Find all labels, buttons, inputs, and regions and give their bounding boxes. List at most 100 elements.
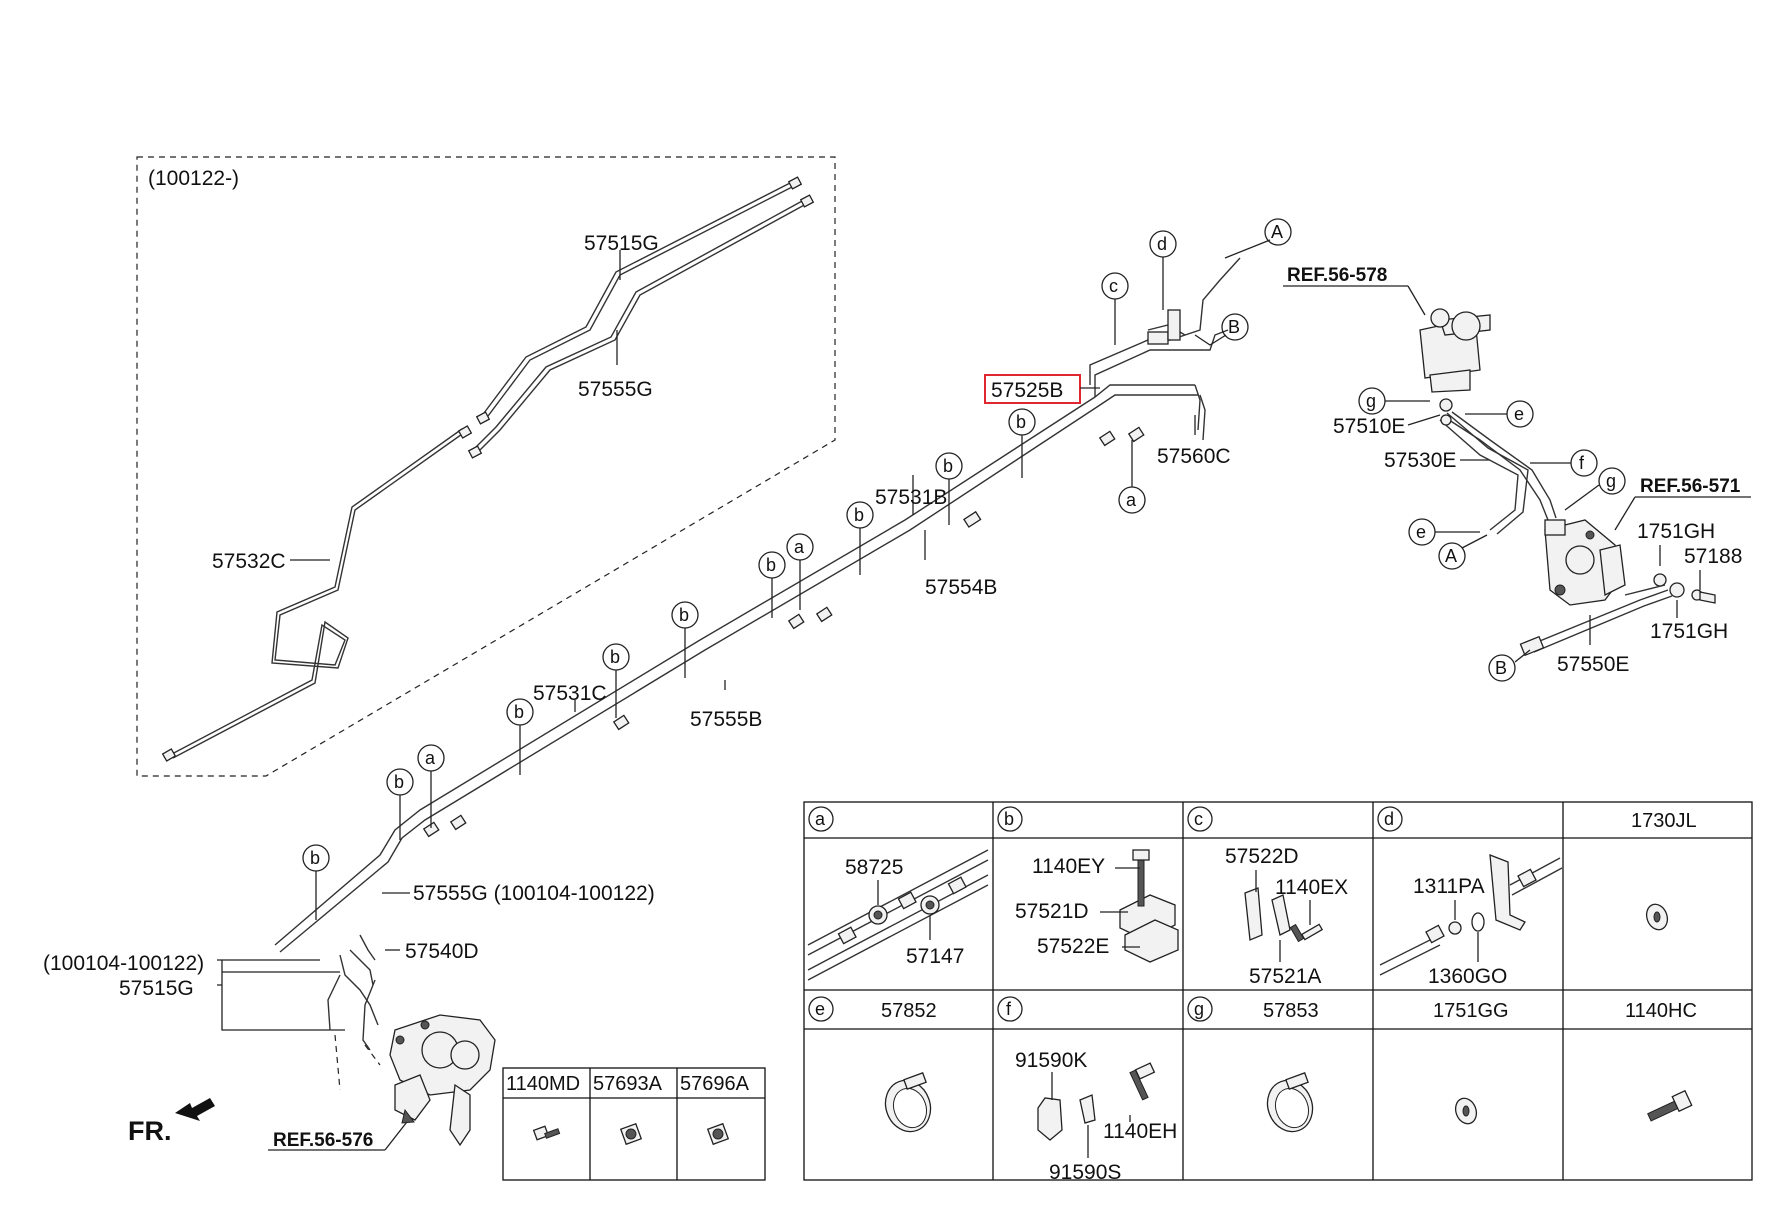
legend-cell-d: d [1377, 806, 1403, 832]
main-labels: 57525B 57560C 57531B 57554B 57531C 57555… [43, 374, 1231, 1031]
lower-left-assembly: REF.56-576 FR. [128, 934, 496, 1151]
part-57522D: 57522D [1225, 845, 1299, 868]
ref-56-571[interactable]: REF.56-571 [1640, 476, 1741, 497]
svg-text:d: d [1384, 809, 1394, 829]
callout-b-8: b [386, 768, 414, 840]
inset-date-label: (100122-) [148, 167, 239, 190]
callout-B-top: B [1221, 313, 1249, 341]
legend-cell-e: e [808, 996, 834, 1022]
part-1360GO: 1360GO [1428, 965, 1507, 988]
line-connectors [422, 426, 1145, 838]
label-57560C: 57560C [1157, 445, 1231, 468]
clutch-master-cylinder [1544, 519, 1626, 606]
svg-text:a: a [794, 537, 805, 557]
pipe-57532C[interactable] [169, 431, 466, 756]
callout-b-7: b [506, 698, 534, 775]
label-57555B: 57555B [690, 708, 762, 731]
part-57522E: 57522E [1037, 935, 1109, 958]
front-arrow: FR. [128, 1098, 215, 1146]
label-57555G-bottom: 57555G (100104-100122) [413, 882, 655, 905]
legend-cell-a: a [808, 806, 834, 832]
part-57147: 57147 [906, 945, 964, 968]
highlight-57525B[interactable] [984, 374, 1081, 404]
label-57540D: 57540D [405, 940, 479, 963]
bolt-1140MD-icon [532, 1125, 561, 1141]
svg-text:a: a [815, 809, 826, 829]
part-58725: 58725 [845, 856, 903, 879]
svg-text:e: e [1416, 522, 1426, 542]
callout-b-2: b [935, 452, 963, 525]
callout-A-top: A [1264, 218, 1292, 246]
part-1311PA: 1311PA [1413, 875, 1485, 898]
svg-text:b: b [766, 555, 776, 575]
pipe-57555G-inset[interactable] [477, 202, 809, 453]
header-57693A: 57693A [593, 1073, 663, 1095]
label-57525B[interactable]: 57525B [991, 379, 1063, 402]
part-91590K: 91590K [1015, 1049, 1087, 1072]
svg-text:b: b [854, 505, 864, 525]
ref-56-578[interactable]: REF.56-578 [1287, 265, 1387, 286]
svg-text:e: e [815, 999, 825, 1019]
svg-text:g: g [1366, 391, 1376, 411]
callout-d: d [1149, 230, 1177, 310]
svg-text:e: e [1514, 404, 1524, 424]
callout-b-3: b [846, 501, 874, 575]
svg-text:b: b [310, 848, 320, 868]
svg-text:a: a [1126, 490, 1137, 510]
svg-text:b: b [1004, 809, 1014, 829]
callout-b-6: b [602, 643, 630, 718]
callout-c: c [1101, 272, 1129, 345]
legend-header-1751GG: 1751GG [1433, 1000, 1509, 1022]
main-brake-line [274, 239, 1271, 953]
label-1751GH-bottom: 1751GH [1650, 620, 1728, 643]
svg-text:c: c [1194, 809, 1203, 829]
hose-clamp-57852-icon [884, 1072, 932, 1133]
hose-57550E[interactable] [1519, 584, 1673, 657]
callout-a-1: a [1118, 440, 1146, 514]
pipe-57555B[interactable] [279, 394, 1198, 953]
legend-cell-c: c [1187, 806, 1213, 832]
header-57696A: 57696A [680, 1073, 750, 1095]
label-57550E: 57550E [1557, 653, 1629, 676]
label-57554B: 57554B [925, 576, 997, 599]
svg-text:d: d [1157, 234, 1167, 254]
washer-1730JL-icon [1645, 903, 1669, 931]
bolt-1140HC-icon [1647, 1089, 1693, 1122]
legend-header-1730JL: 1730JL [1631, 810, 1697, 832]
pipe-57531B[interactable] [274, 384, 1195, 946]
callout-g-top: g [1358, 387, 1430, 415]
fitting-banjo [1653, 573, 1716, 604]
label-57188: 57188 [1684, 545, 1742, 568]
fitting-57693A-icon [619, 1122, 643, 1146]
small-parts-table: 1140MD 57693A 57696A [502, 1067, 766, 1181]
cell-d-drawing [1379, 854, 1563, 976]
legend-table: a b c d 1730JL 58725 57147 1140EY 57521D [803, 801, 1753, 1184]
label-57530E: 57530E [1384, 449, 1456, 472]
svg-text:A: A [1271, 222, 1283, 242]
proportioning-valve [389, 1014, 496, 1147]
callout-e-mid: e [1408, 518, 1480, 546]
right-assembly: REF.56-578 g e 57510E 57530E f g e A REF… [1283, 265, 1751, 682]
svg-text:b: b [394, 772, 404, 792]
ref-56-576[interactable]: REF.56-576 [273, 1130, 373, 1151]
part-57521D: 57521D [1015, 900, 1089, 923]
svg-text:B: B [1495, 658, 1507, 678]
svg-text:f: f [1006, 999, 1012, 1019]
callout-a-2: a [786, 533, 814, 610]
legend-cell-b: b [997, 806, 1023, 832]
callout-A-right: A [1438, 534, 1488, 570]
callout-b-4: b [758, 551, 786, 618]
svg-text:A: A [1445, 546, 1457, 566]
callout-b-1: b [1008, 408, 1036, 478]
hose-57530E[interactable] [1439, 398, 1557, 535]
callout-e-top: e [1465, 400, 1534, 428]
part-57521A: 57521A [1249, 965, 1321, 988]
part-1140EX: 1140EX [1275, 876, 1348, 899]
master-cylinder-reservoir [1419, 308, 1491, 393]
callout-a-3: a [417, 744, 445, 828]
header-1140MD: 1140MD [506, 1073, 580, 1095]
label-57532C: 57532C [212, 550, 286, 573]
legend-header-57853: 57853 [1263, 1000, 1319, 1022]
svg-text:b: b [610, 647, 620, 667]
